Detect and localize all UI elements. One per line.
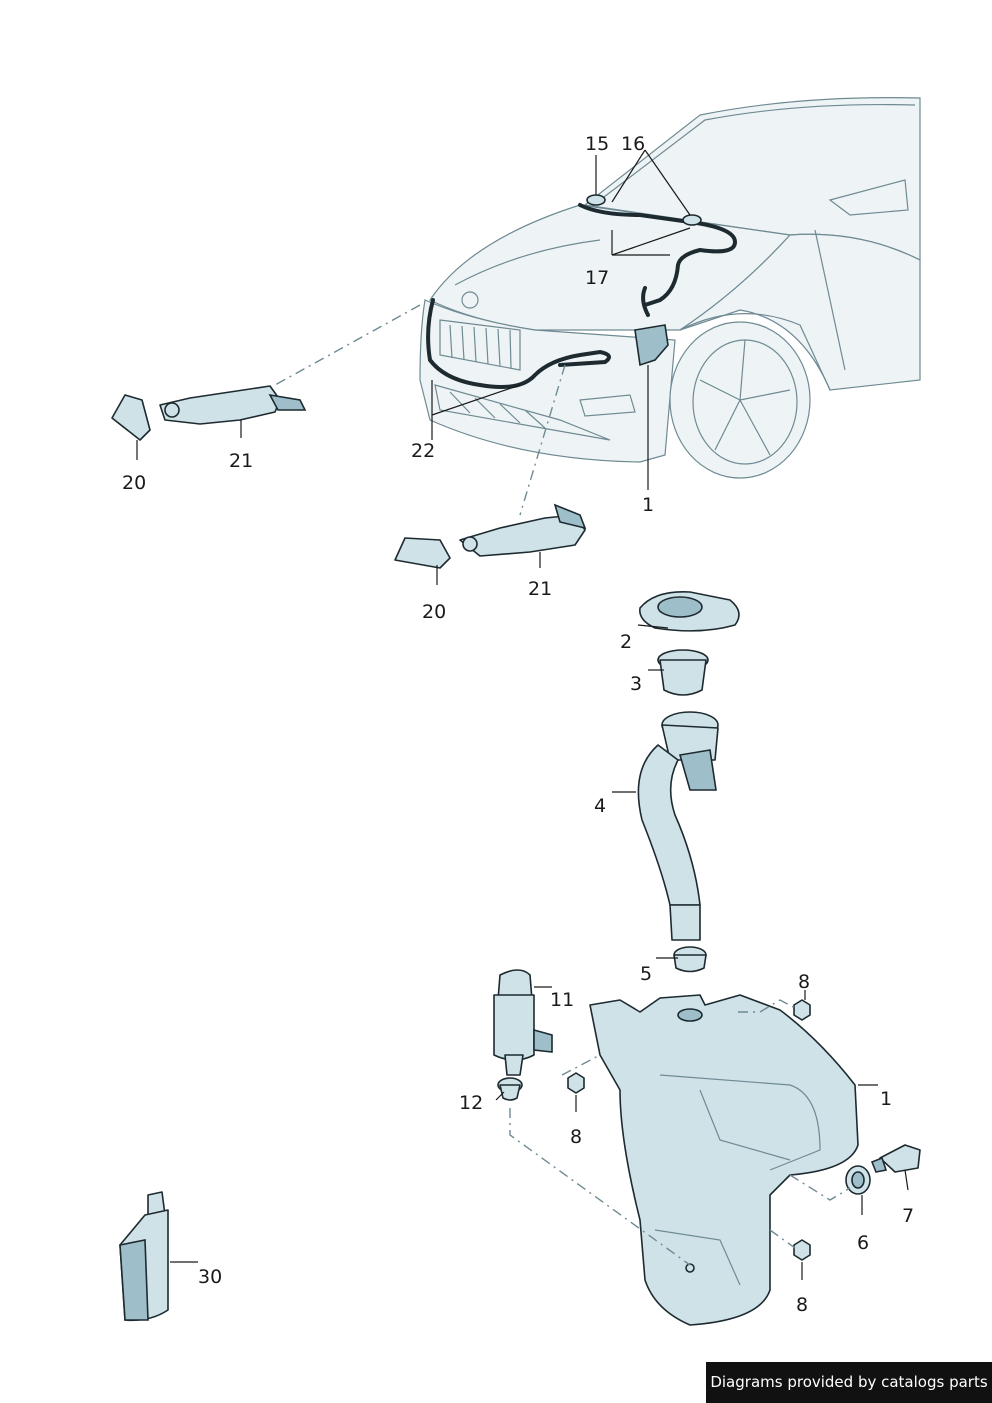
callout-20-center: 20 (422, 601, 446, 623)
connector-line-nut-top (738, 999, 796, 1013)
callout-6: 6 (857, 1232, 869, 1254)
connector-line-sensor (789, 1174, 851, 1201)
washer-pump-11 (493, 969, 553, 1076)
callout-1-tank: 1 (880, 1088, 892, 1110)
callout-21-center: 21 (528, 578, 552, 600)
connector-line-center (519, 364, 566, 516)
callout-8-bottom: 8 (796, 1294, 808, 1316)
washer-jet-16 (682, 214, 702, 226)
seal-6 (845, 1165, 871, 1195)
nut-8-bottom (793, 1239, 811, 1261)
footer-credit: Diagrams provided by catalogs parts (706, 1362, 992, 1403)
grommet-5 (673, 946, 707, 973)
callout-15: 15 (585, 133, 609, 155)
callout-3: 3 (630, 673, 642, 695)
nut-8-top (793, 999, 811, 1021)
callout-11: 11 (550, 989, 574, 1011)
callout-1-car: 1 (642, 494, 654, 516)
callout-16: 16 (621, 133, 645, 155)
filler-neck-on-car (634, 286, 669, 367)
grommet-12 (497, 1077, 523, 1101)
callout-12: 12 (459, 1092, 483, 1114)
washer-nozzle-21-center (459, 503, 587, 557)
washer-nozzle-21-left (159, 385, 307, 425)
washer-cap-20-left (111, 394, 151, 441)
connector-line-pump (509, 1108, 691, 1266)
washer-reservoir-1 (589, 994, 859, 1326)
callout-7: 7 (902, 1205, 914, 1227)
connector-line-left (274, 304, 421, 386)
washer-jet-15 (586, 194, 606, 206)
callout-22: 22 (411, 440, 435, 462)
washer-cap-20-center (394, 537, 451, 569)
connector-line-nut-bottom (769, 1229, 796, 1249)
leader-lines (136, 149, 909, 1280)
car-body-illustration (419, 97, 921, 479)
callout-21-left: 21 (229, 450, 253, 472)
callout-labels: 15 16 17 1 22 20 21 20 21 2 3 4 5 8 11 1… (122, 133, 914, 1316)
callout-20-left: 20 (122, 472, 146, 494)
level-sensor-7 (870, 1144, 921, 1173)
filler-cap-2 (638, 591, 740, 632)
callout-5: 5 (640, 963, 652, 985)
headlight-washer-hose (426, 298, 611, 389)
hood-washer-hose (578, 194, 738, 307)
callout-2: 2 (620, 631, 632, 653)
nut-8-left (567, 1072, 585, 1094)
callout-8-left: 8 (570, 1126, 582, 1148)
strainer-3 (657, 649, 709, 696)
washer-fluid-bottle-30 (119, 1191, 169, 1322)
callout-4: 4 (594, 795, 606, 817)
connector-line-nut-left (561, 1054, 601, 1076)
callout-17: 17 (585, 267, 609, 289)
callout-30: 30 (198, 1266, 222, 1288)
filler-neck-4 (637, 711, 719, 941)
callout-8-top: 8 (798, 971, 810, 993)
